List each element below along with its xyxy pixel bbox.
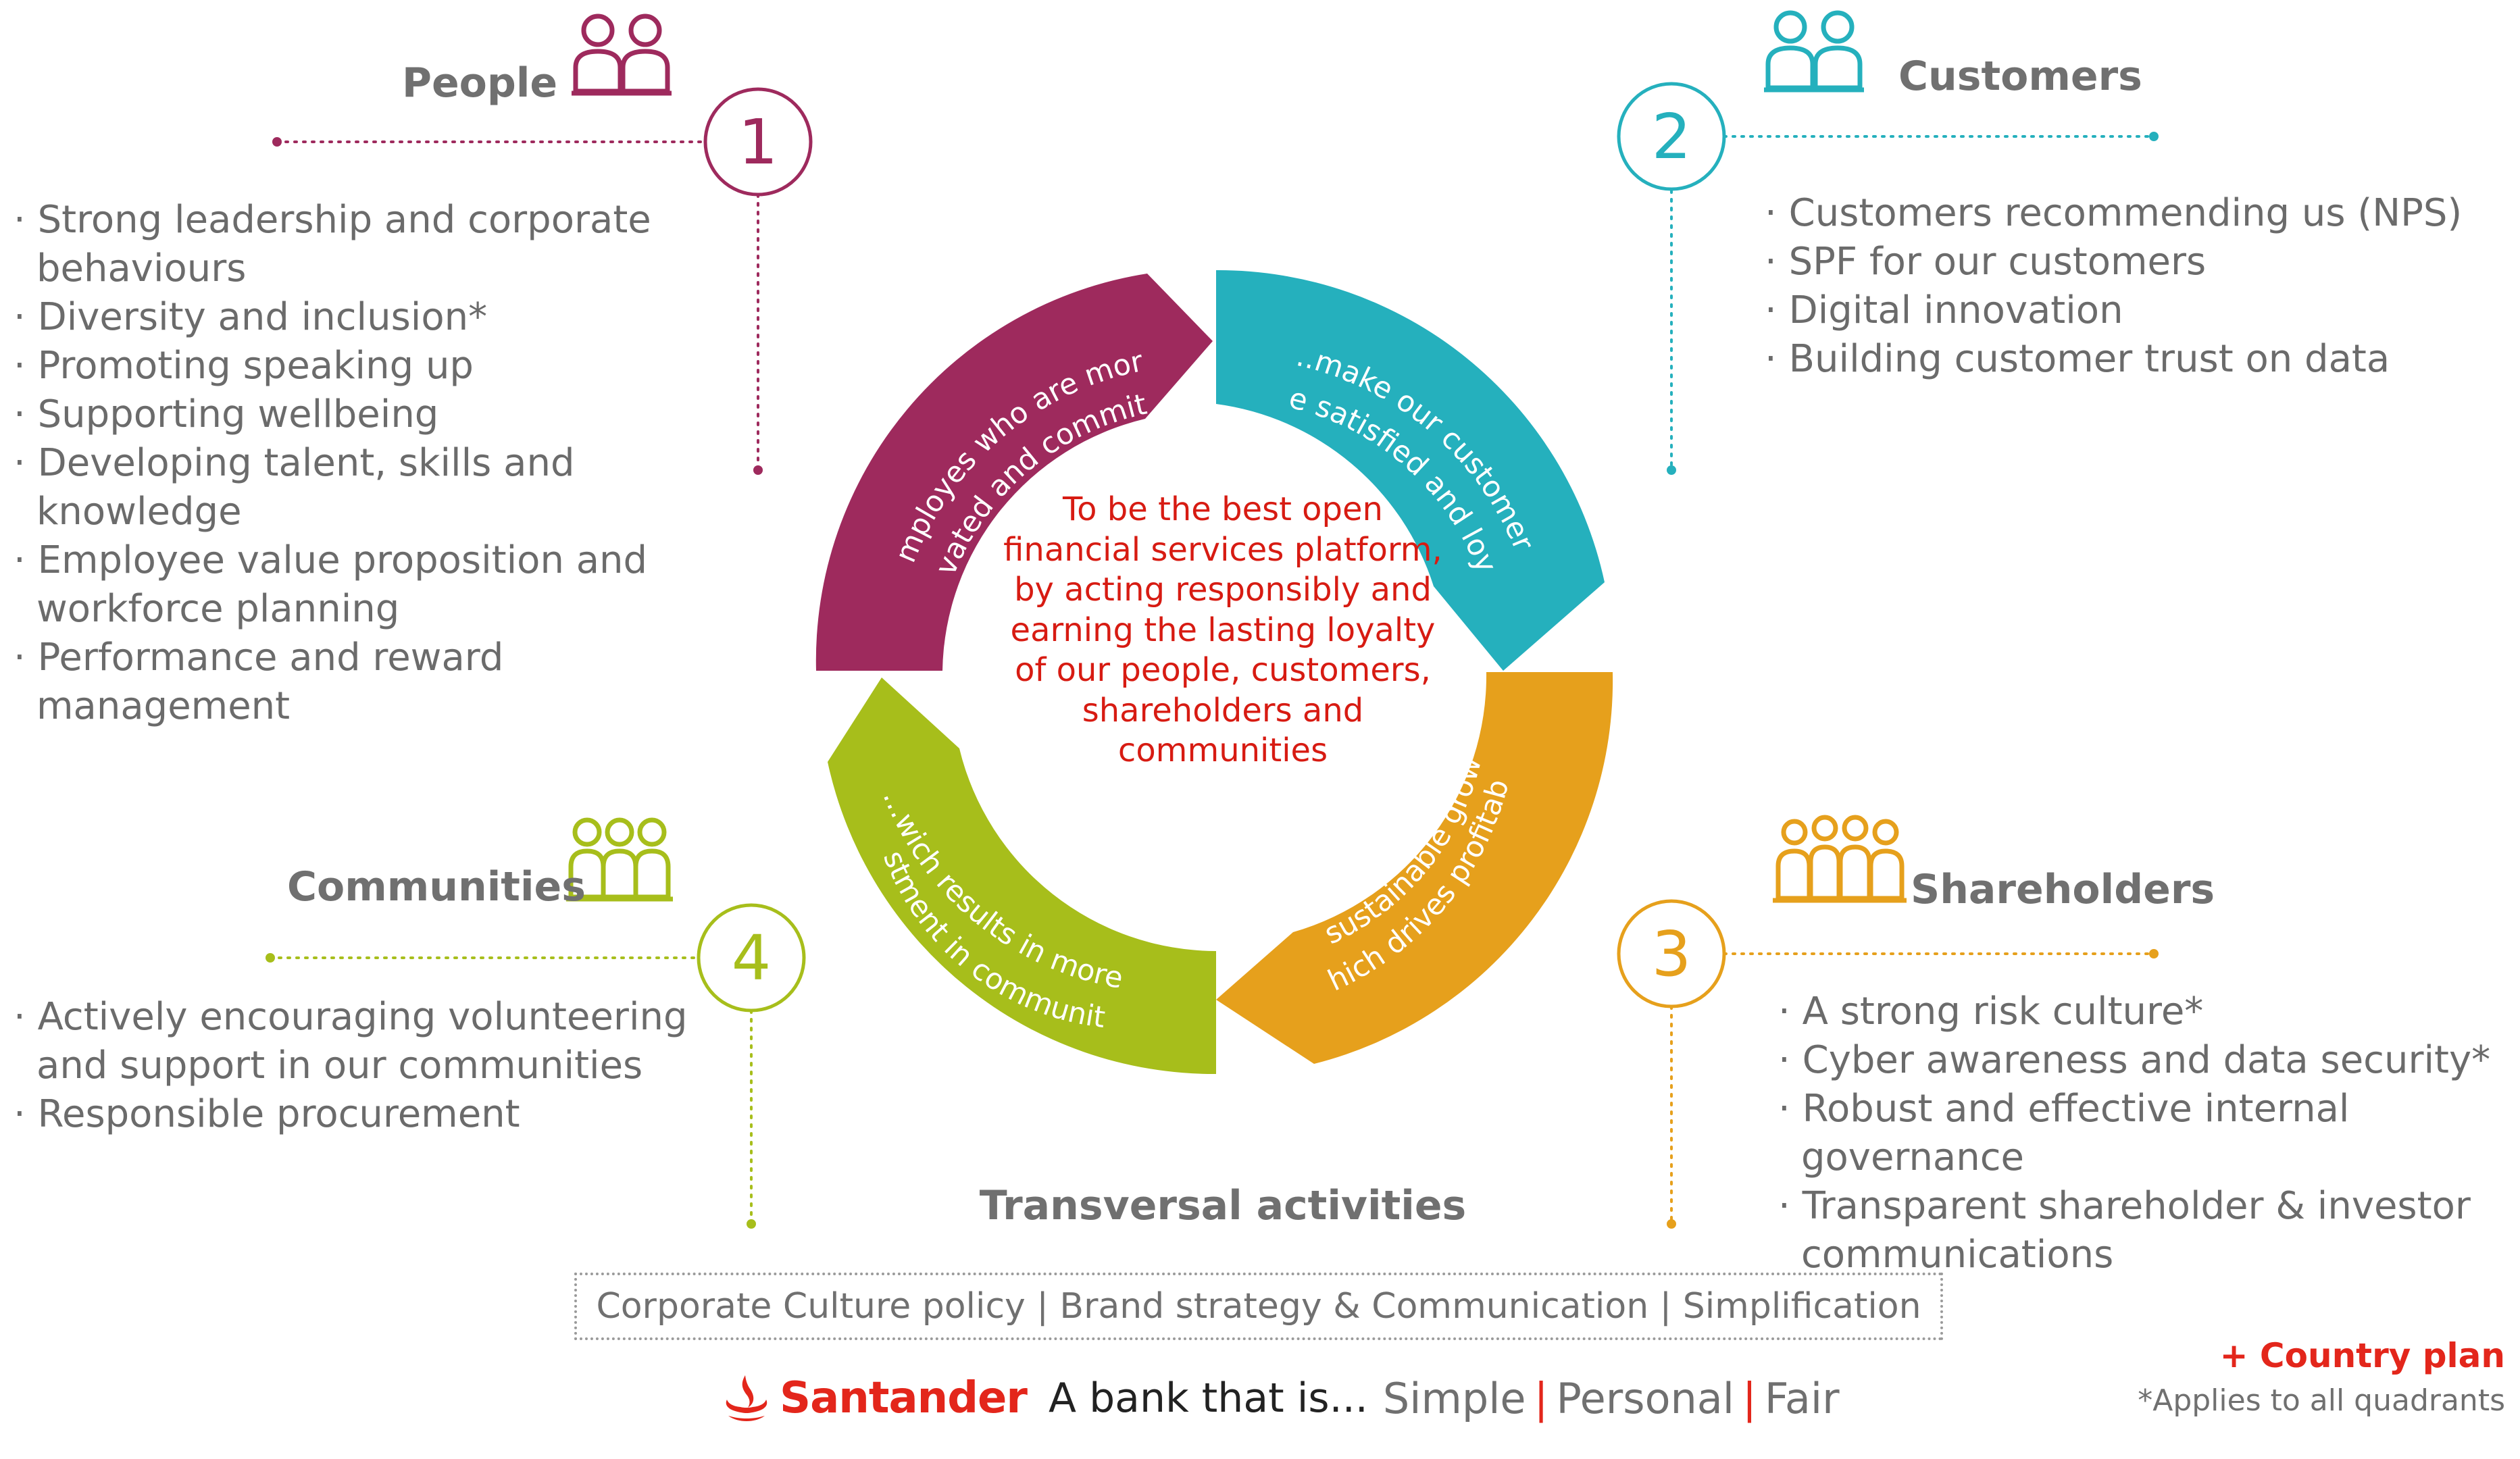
shareholders-arc-arrow [1216,672,1613,1064]
communities-three-people-icon [566,817,673,902]
communities-list: Actively encouraging volunteering and su… [14,993,723,1139]
list-item: Supporting wellbeing [14,390,730,439]
communities-connector-dot [747,1219,756,1229]
brand-tagline: A bank that is... [1048,1375,1368,1422]
customers-arc-arrow [1216,270,1605,671]
tag-personal: Personal [1556,1373,1735,1423]
people-arc-arrow [815,274,1213,671]
customers-number: 2 [1652,101,1692,173]
people-connector-dot [753,465,763,475]
list-item: Robust and effective internal governance [1778,1085,2515,1182]
communities-connector-dot [266,953,275,963]
list-item: Strong leadership and corporate behaviou… [14,196,730,293]
list-item: Digital innovation [1765,286,2494,335]
shareholders-number: 3 [1652,918,1692,990]
list-item: Cyber awareness and data security* [1778,1036,2515,1085]
list-item: Performance and reward management [14,634,730,731]
list-item: Transparent shareholder & investor commu… [1778,1182,2515,1279]
transversal-activities-box: Corporate Culture policy | Brand strateg… [574,1273,1943,1340]
list-item: A strong risk culture* [1778,988,2515,1036]
brand-name: Santander [780,1373,1028,1423]
list-item: Promoting speaking up [14,342,730,390]
customers-connector-dot [2149,132,2159,141]
communities-number-circle [697,903,806,1013]
list-item: Developing talent, skills and knowledge [14,439,730,536]
list-item: Diversity and inclusion* [14,293,730,342]
customers-connector [1670,135,2155,471]
transversal-items: Corporate Culture policy | Brand strateg… [596,1286,1921,1327]
customers-number-circle [1617,82,1726,191]
applies-note: *Applies to all quadrants [2138,1383,2505,1418]
shareholders-list: A strong risk culture* Cyber awareness a… [1778,988,2515,1279]
people-two-people-icon [572,14,672,96]
customers-title: Customers [1898,53,2142,100]
people-connector [276,140,759,471]
shareholders-connector-dot [1667,1219,1676,1229]
shareholders-number-circle [1617,899,1726,1008]
tag-separator: | [1534,1373,1548,1423]
brand-footer: Santander A bank that is... Simple | Per… [723,1371,1840,1425]
communities-arc-arrow [828,677,1216,1075]
list-item: Customers recommending us (NPS) [1765,189,2494,238]
tag-fair: Fair [1764,1373,1840,1423]
tag-simple: Simple [1382,1373,1526,1423]
communities-title: Communities [287,863,586,911]
people-title: People [402,59,558,107]
customers-connector-dot [1667,465,1676,475]
list-item: Actively encouraging volunteering and su… [14,993,723,1090]
country-plan-label: + Country plan [2219,1336,2505,1375]
customers-list: Customers recommending us (NPS) SPF for … [1765,189,2494,384]
list-item: Responsible procurement [14,1090,723,1139]
transversal-title: Transversal activities [979,1182,1467,1229]
shareholders-title: Shareholders [1911,866,2215,913]
purpose-statement: To be the best open financial services p… [1003,490,1442,769]
people-connector-dot [272,137,282,147]
list-item: SPF for our customers [1765,238,2494,286]
list-item: Employee value proposition and workforce… [14,536,730,634]
tag-separator: | [1742,1373,1757,1423]
santander-flame-icon [726,1375,767,1421]
customers-two-people-icon [1764,10,1864,93]
people-list: Strong leadership and corporate behaviou… [14,196,730,731]
list-item: Building customer trust on data [1765,335,2494,384]
shareholders-connector-dot [2149,949,2159,958]
communities-number: 4 [732,922,772,994]
people-number: 1 [738,106,778,178]
shareholders-four-people-icon [1773,815,1907,903]
shareholders-connector [1670,952,2155,1225]
people-number-circle [703,87,813,197]
communities-connector [269,956,753,1225]
